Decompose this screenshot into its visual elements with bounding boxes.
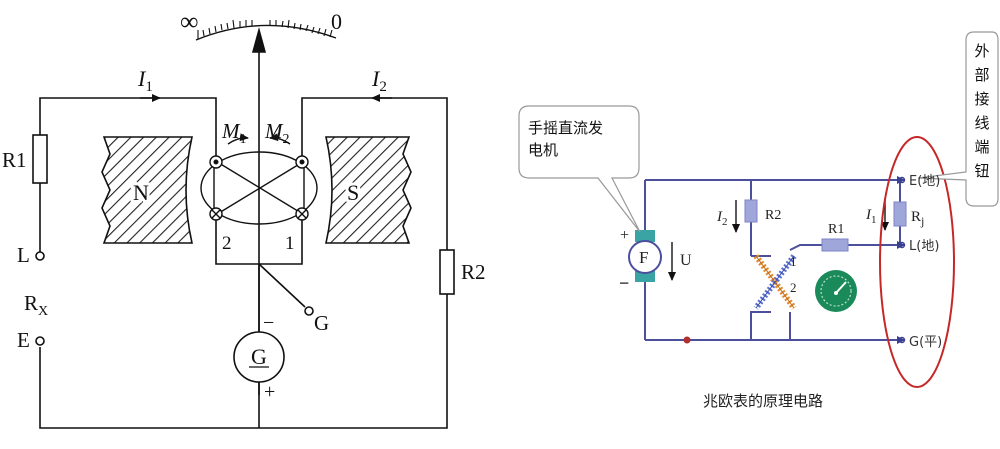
magnet-south (324, 136, 412, 244)
generator-minus: − (263, 312, 274, 334)
generator-symbol (233, 331, 285, 383)
left-labels: ∞ 0 I1 I2 R1 R2 N S M1 M2 2 1 L RX E G G… (2, 7, 486, 403)
terminal-rx-label: RX (24, 291, 48, 319)
right-coil-2: 2 (790, 280, 797, 295)
terminals-callout-char-1: 外 (974, 42, 989, 60)
terminals-callout (917, 31, 999, 207)
terminal-e-node (35, 336, 45, 346)
pole-south-label: S (347, 180, 359, 205)
terminal-g-node (304, 306, 314, 316)
current-i1-label: I1 (137, 66, 153, 95)
right-r2-label: R2 (765, 208, 781, 223)
resistor-r2 (439, 249, 455, 295)
right-schematic (518, 31, 999, 388)
gauge-icon (815, 270, 857, 312)
right-resistor-rj (893, 201, 907, 227)
right-r1-label: R1 (828, 222, 844, 237)
coil-m1-label: M1 (221, 119, 247, 147)
right-coil-1: 1 (790, 254, 797, 269)
terminal-highlight-ellipse (879, 136, 955, 388)
right-generator (628, 230, 662, 282)
right-gen-plus: + (620, 227, 629, 244)
right-labels: 手摇直流发 电机 外 部 接 线 端 钮 F U + − I2 R2 R1 I1… (528, 42, 990, 410)
right-current-i2: I2 (716, 209, 728, 228)
generator-callout-line-2: 电机 (528, 141, 558, 159)
terminal-l-node (35, 251, 45, 261)
generator-callout-line-1: 手摇直流发 (528, 119, 603, 137)
right-current-i1: I1 (865, 207, 877, 226)
right-crossed-coils (753, 254, 797, 310)
right-resistor-r1 (821, 238, 849, 252)
terminals-callout-char-2: 部 (974, 66, 989, 84)
scale-zero-label: 0 (331, 9, 342, 34)
generator-label: G (251, 344, 267, 369)
pole-north-label: N (133, 180, 149, 205)
terminals-callout-char-4: 线 (974, 114, 989, 132)
right-generator-label: F (639, 248, 648, 267)
resistor-r1-label: R1 (2, 148, 27, 172)
pointer-arrowhead (251, 26, 267, 53)
right-terminal-l: L(地) (909, 239, 939, 254)
terminal-g-label: G (314, 311, 329, 335)
right-rj-label: Rj (911, 209, 924, 228)
right-terminal-e: E(地) (909, 174, 940, 189)
coil-m2-label: M2 (264, 119, 290, 147)
generator-plus: + (264, 381, 275, 403)
right-terminal-g: G(平) (909, 335, 942, 350)
right-voltage-label: U (680, 252, 692, 269)
resistor-r2-label: R2 (461, 260, 486, 284)
right-caption: 兆欧表的原理电路 (703, 392, 823, 410)
right-resistor-r2 (744, 199, 758, 223)
resistor-r1 (32, 134, 48, 184)
coil-number-1: 1 (285, 233, 295, 254)
terminals-callout-char-3: 接 (974, 90, 989, 108)
current-i2-label: I2 (371, 66, 387, 95)
left-schematic (32, 19, 455, 429)
coil-number-2: 2 (222, 233, 232, 254)
meter-scale (195, 19, 337, 41)
terminal-e-label: E (17, 328, 30, 352)
terminal-l-label: L (17, 243, 30, 267)
generator-callout (518, 105, 641, 233)
right-gen-minus: − (619, 273, 629, 293)
terminals-callout-char-5: 端 (974, 138, 989, 156)
terminals-callout-char-6: 钮 (974, 162, 989, 180)
scale-infinity-label: ∞ (180, 7, 199, 36)
magnet-north (101, 136, 194, 244)
crossed-coils (200, 133, 318, 225)
